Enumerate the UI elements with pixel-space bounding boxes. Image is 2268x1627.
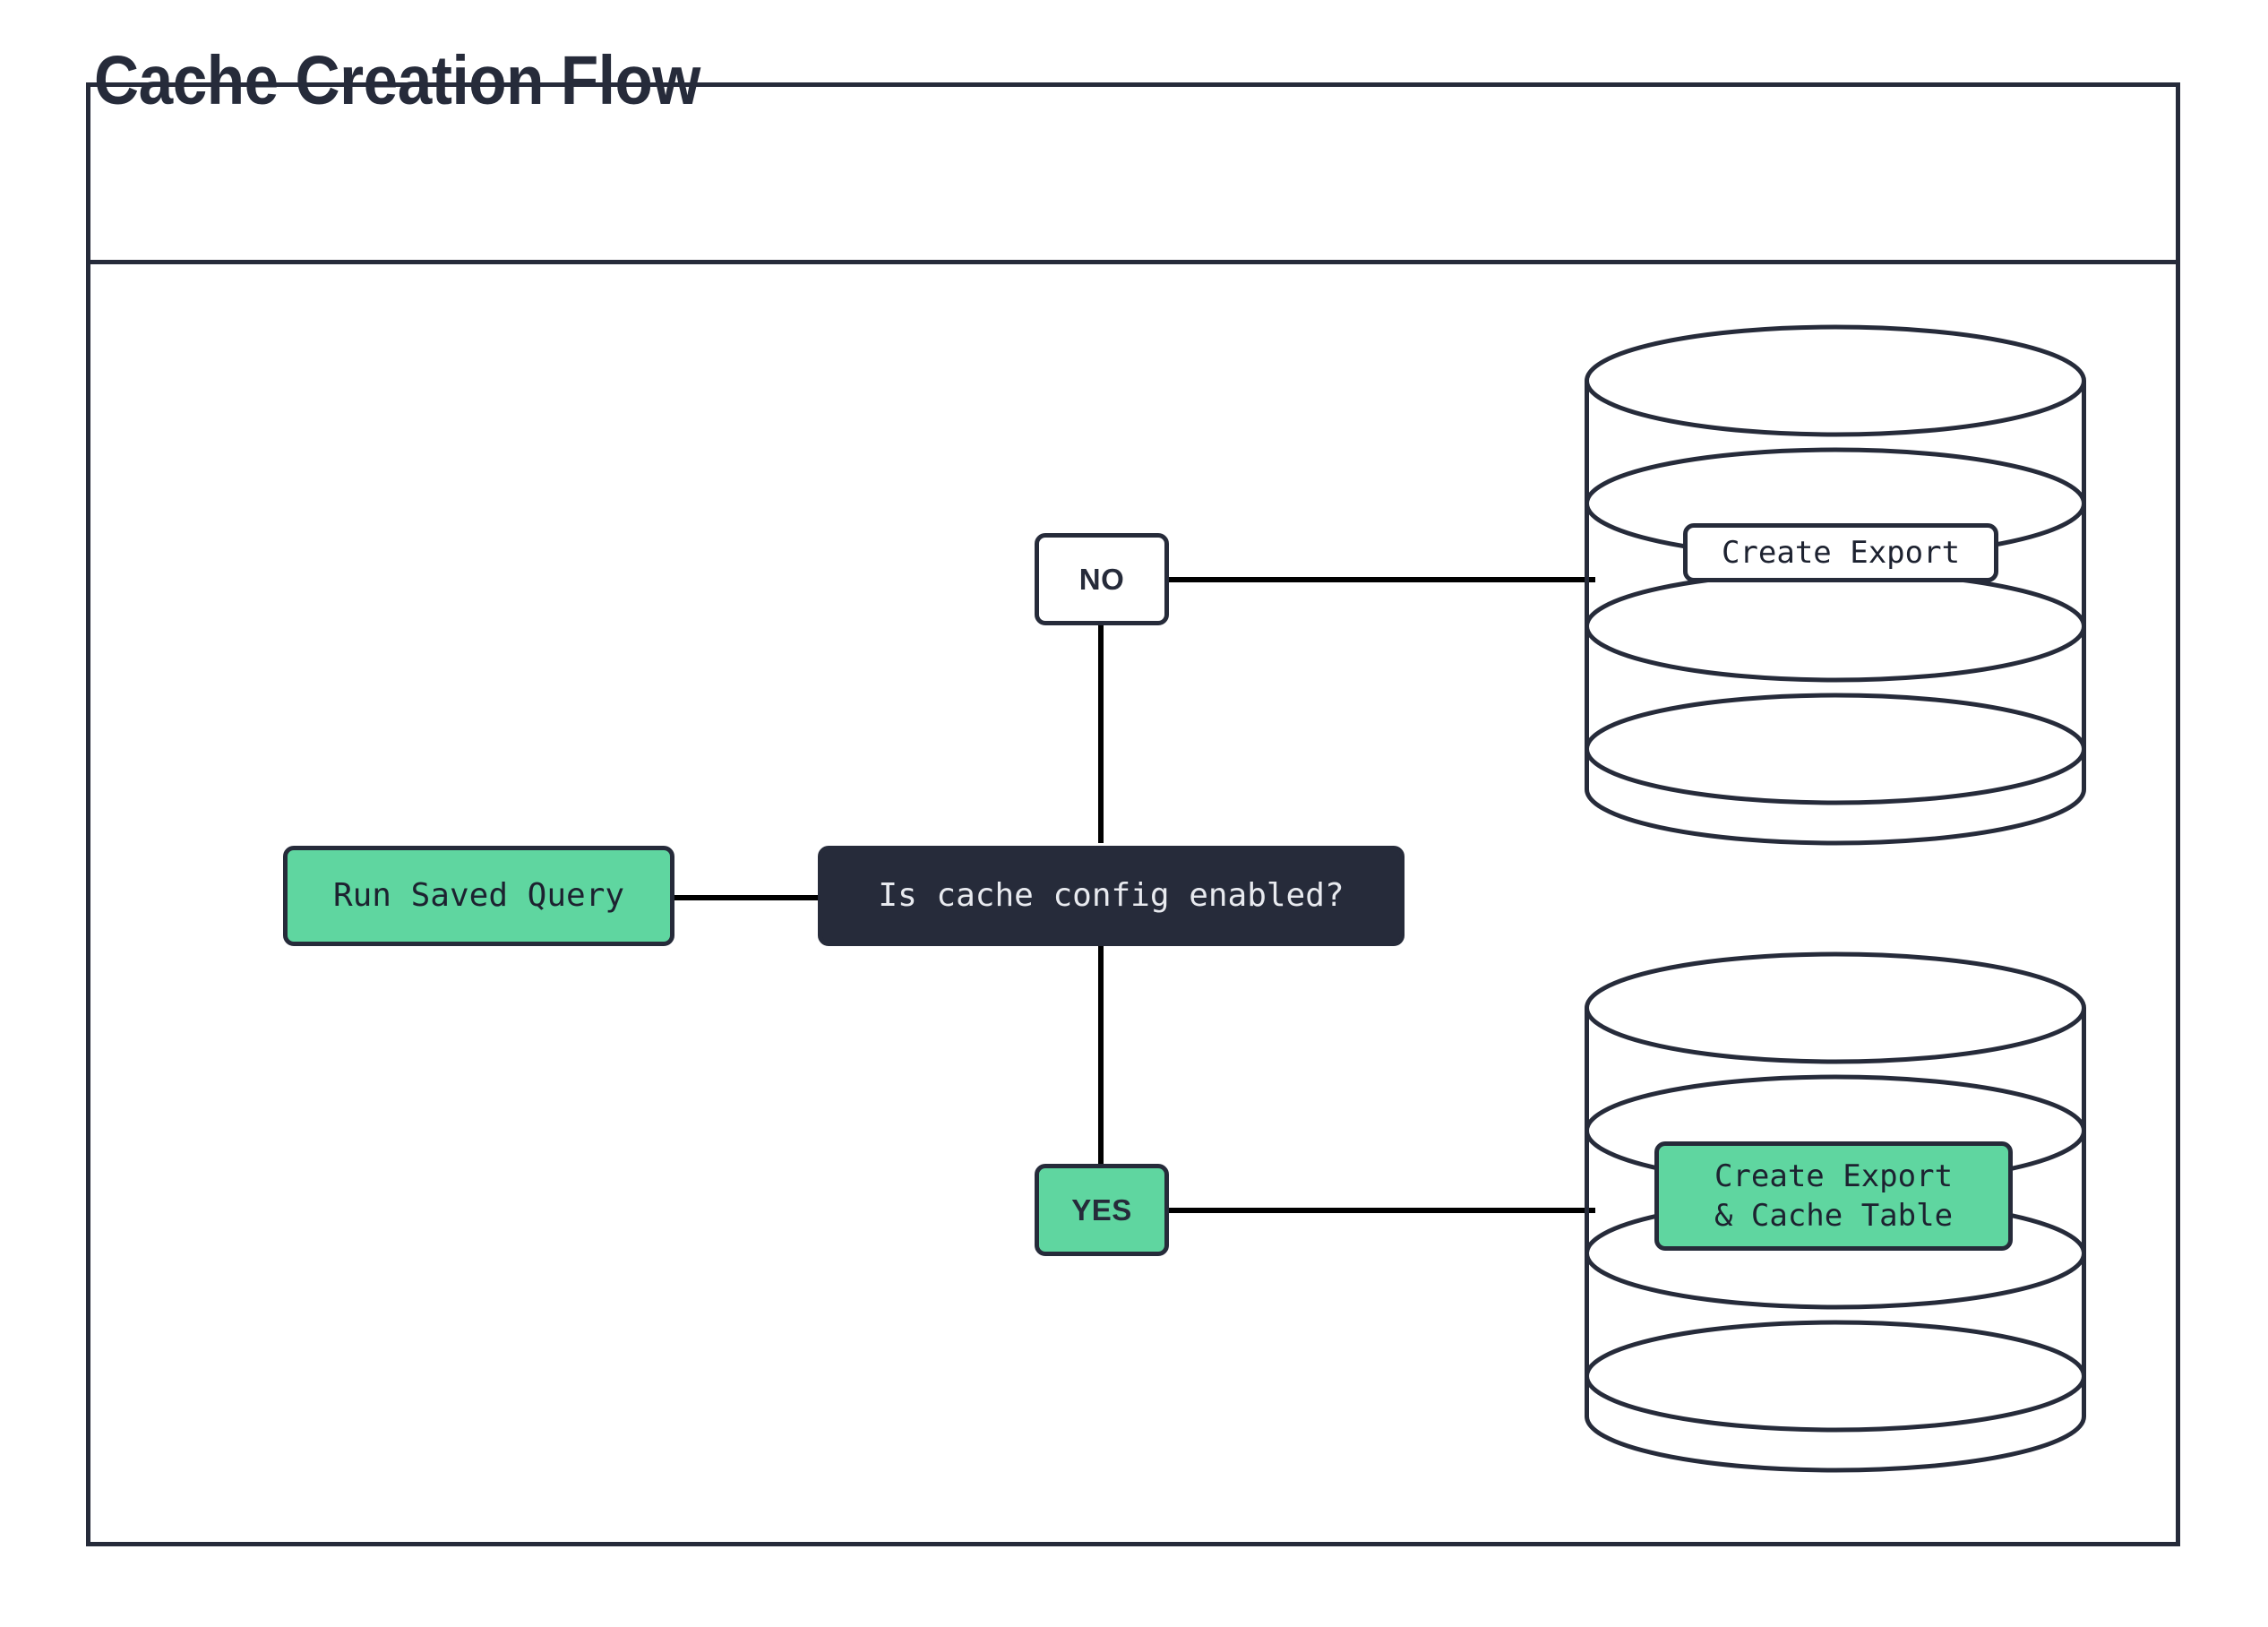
edge-decision-to-no [1098,623,1104,843]
branch-label-yes-text: YES [1071,1192,1132,1227]
branch-label-yes[interactable]: YES [1035,1164,1169,1256]
edge-yes-to-db-bottom [1167,1208,1595,1213]
node-is-cache-config-enabled[interactable]: Is cache config enabled? [818,846,1405,946]
node-run-saved-query[interactable]: Run Saved Query [283,846,674,946]
branch-label-no[interactable]: NO [1035,533,1169,625]
database-cylinder-top-shape [1585,324,2086,846]
db-top-label-box: Create Export [1683,523,1998,582]
edge-start-to-decision [674,895,818,900]
node-is-cache-config-enabled-label: Is cache config enabled? [878,876,1344,914]
db-bottom-label-line-2: & Cache Table [1714,1198,1954,1234]
node-run-saved-query-label: Run Saved Query [332,876,625,914]
edge-decision-to-yes [1098,932,1104,1169]
db-bottom-label-line-1: Create Export [1714,1158,1954,1194]
db-top-label-text: Create Export [1721,534,1961,571]
branch-label-no-text: NO [1078,562,1125,596]
database-cylinder-bottom-shape [1585,951,2086,1473]
page-title: Cache Creation Flow [94,42,700,119]
database-cylinder-bottom: Create Export & Cache Table [1585,951,2086,1473]
database-cylinder-top: Create Export [1585,324,2086,846]
diagram-header [90,87,2176,264]
edge-no-to-db-top [1167,577,1595,582]
db-bottom-label-box: Create Export & Cache Table [1654,1141,2013,1251]
